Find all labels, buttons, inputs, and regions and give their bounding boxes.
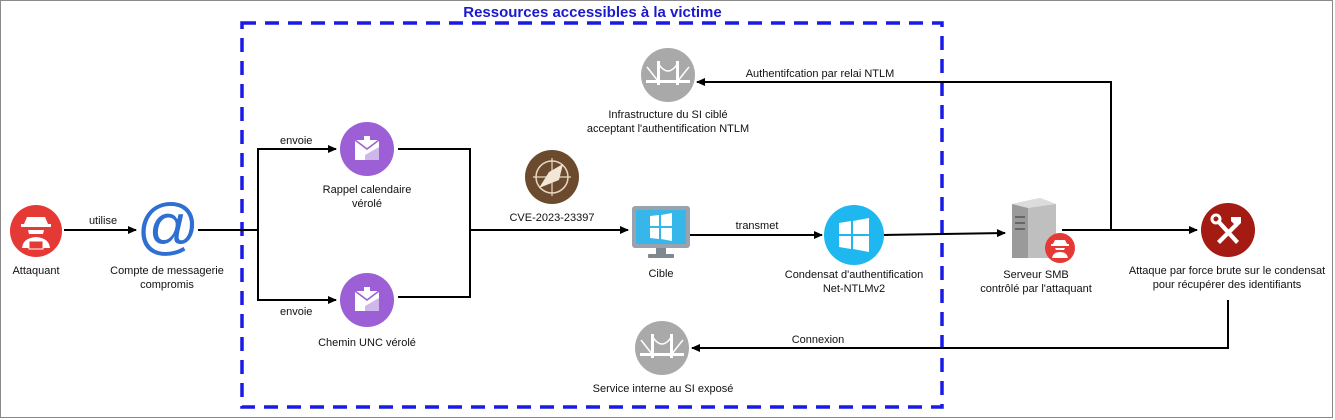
cve-node[interactable] bbox=[525, 150, 579, 204]
attacker-label: Attaquant bbox=[12, 265, 60, 277]
service-label: Service interne au SI exposé bbox=[592, 383, 734, 395]
spy-icon bbox=[10, 205, 62, 257]
infra-label-2: acceptant l'authentification NTLM bbox=[586, 123, 750, 135]
mailbox-node[interactable]: @ bbox=[137, 192, 200, 261]
windows-logo-icon bbox=[824, 205, 884, 265]
edge-unc-merge bbox=[398, 230, 471, 298]
calendar-node[interactable] bbox=[340, 122, 394, 176]
attacker-node[interactable] bbox=[9, 204, 63, 258]
edge-hash-smb bbox=[883, 229, 1006, 238]
target-label: Cible bbox=[648, 268, 674, 280]
calendar-label-2: vérolé bbox=[352, 198, 382, 210]
smb-label-1: Serveur SMB bbox=[1003, 269, 1069, 281]
windows-monitor-icon bbox=[632, 206, 690, 258]
edge-relay-label: Authentifcation par relai NTLM bbox=[745, 68, 895, 80]
bruteforce-label-2: pour récupérer des identifiants bbox=[1152, 279, 1302, 291]
mailbox-label-2: compromis bbox=[140, 279, 194, 291]
service-node[interactable] bbox=[634, 320, 690, 376]
hash-label-1: Condensat d'authentification bbox=[784, 269, 924, 281]
envelope-icon bbox=[340, 273, 394, 327]
infra-label-1: Infrastructure du SI ciblé bbox=[608, 109, 728, 121]
edge-connection bbox=[691, 300, 1229, 352]
unc-node[interactable] bbox=[340, 273, 394, 327]
bridge-icon bbox=[635, 321, 689, 375]
bridge-icon bbox=[641, 48, 695, 102]
edge-send-bottom-label: envoie bbox=[280, 306, 313, 318]
spy-icon bbox=[1045, 233, 1075, 263]
edge-connection-label: Connexion bbox=[791, 334, 845, 346]
envelope-icon bbox=[340, 122, 394, 176]
bruteforce-label-1: Attaque par force brute sur le condensat bbox=[1128, 265, 1326, 277]
calendar-label-1: Rappel calendaire bbox=[322, 184, 412, 196]
edge-send-calendar bbox=[257, 145, 337, 230]
boundary-title: Ressources accessibles à la victime bbox=[463, 4, 722, 21]
server-icon bbox=[1012, 198, 1056, 258]
exploit-icon bbox=[525, 150, 579, 204]
smb-label-2: contrôlé par l'attaquant bbox=[980, 283, 1092, 295]
edge-transmits-label: transmet bbox=[735, 220, 779, 232]
bruteforce-node[interactable] bbox=[1201, 203, 1255, 257]
at-sign-icon: @ bbox=[137, 192, 200, 261]
edge-calendar-merge bbox=[398, 148, 471, 230]
edge-send-top-label: envoie bbox=[280, 135, 313, 147]
hash-label-2: Net-NTLMv2 bbox=[822, 283, 886, 295]
edge-send-unc bbox=[257, 230, 337, 304]
edge-relay bbox=[696, 78, 1112, 230]
edge-uses-label: utilise bbox=[88, 215, 118, 227]
unc-label: Chemin UNC vérolé bbox=[318, 337, 416, 349]
mailbox-label-1: Compte de messagerie bbox=[110, 265, 224, 277]
cve-label: CVE-2023-23397 bbox=[509, 212, 595, 224]
svg-text:@: @ bbox=[138, 198, 198, 258]
victim-resources-boundary bbox=[240, 21, 944, 409]
hash-node[interactable] bbox=[824, 205, 884, 265]
hammer-wrench-icon bbox=[1201, 203, 1255, 257]
infra-node[interactable] bbox=[640, 47, 696, 103]
target-node[interactable] bbox=[630, 204, 692, 260]
smb-node[interactable] bbox=[1004, 196, 1082, 263]
